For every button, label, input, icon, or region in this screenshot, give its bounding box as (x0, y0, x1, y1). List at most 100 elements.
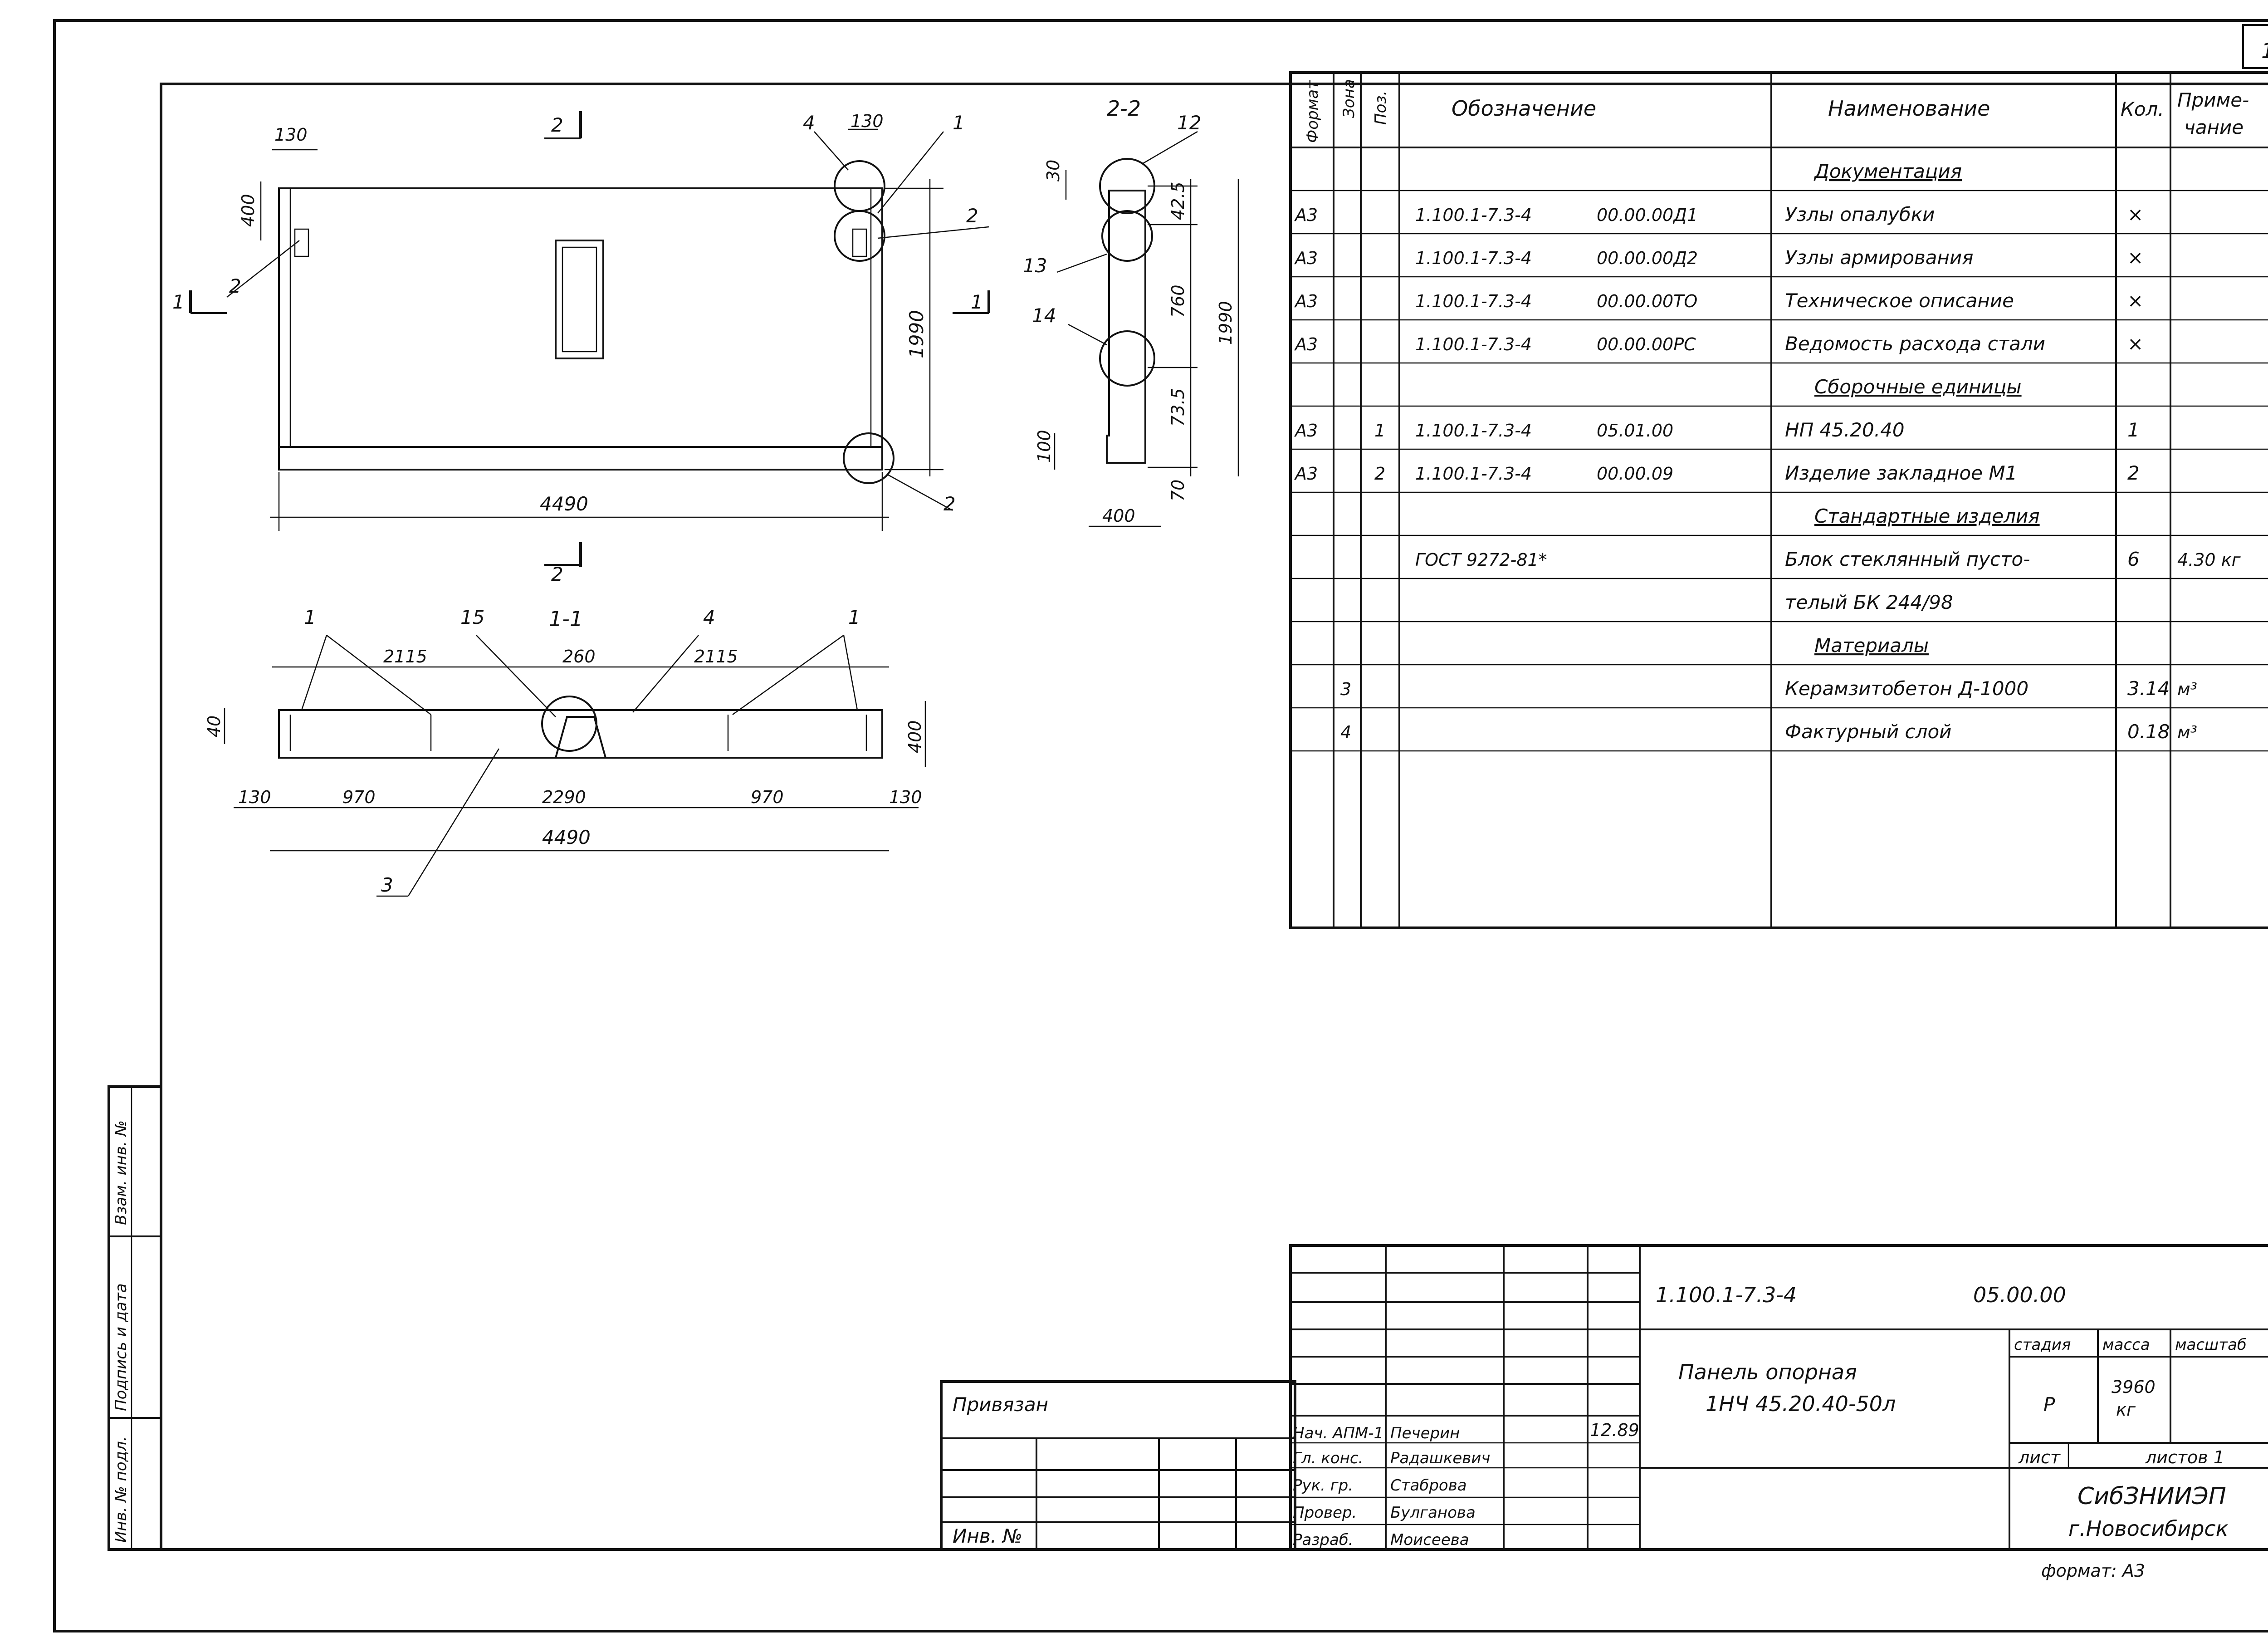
spec-row: Сборочные единицы (1814, 376, 2022, 398)
outer-border (53, 19, 2268, 1632)
s11-callout-1a: 1 (304, 606, 316, 628)
s11-dim-2115b: 2115 (694, 647, 738, 667)
staff-name: Моисеева (1390, 1531, 1469, 1549)
spec-row: 3 Керамзитобетон Д-1000 3.14 м³ (1340, 677, 2197, 700)
spec-cell-format: А3 (1294, 248, 1318, 268)
sheet-number-box: 19 (2242, 24, 2268, 69)
tb-date: 12.89 (1590, 1420, 1639, 1440)
plan-callout-2b: 2 (229, 275, 241, 297)
tb-org: СибЗНИИЭП (2077, 1483, 2226, 1510)
section22-title: 2-2 (1107, 96, 1141, 121)
spec-cell-suffix: 00.00.09 (1597, 464, 1673, 484)
tb-mass-unit: кг (2116, 1400, 2136, 1420)
spec-cell-qty: × (2127, 289, 2143, 312)
spec-row: Стандартные изделия (1814, 505, 2040, 527)
tb-stage: Р (2043, 1393, 2055, 1416)
spec-cell-qty: × (2127, 203, 2143, 225)
s11-dim-970b: 970 (751, 787, 784, 807)
tb-title-line2: 1НЧ 45.20.40-50л (1706, 1392, 1896, 1416)
plan-dim-130: 130 (274, 125, 308, 145)
s22-dim-70: 70 (1168, 480, 1188, 501)
spec-cell-qty: 6 (2127, 548, 2140, 570)
spec-cell-name: НП 45.20.40 (1785, 419, 1905, 441)
spec-cell-name: Керамзитобетон Д-1000 (1785, 677, 2028, 700)
staff-role: Гл. конс. (1293, 1449, 1363, 1467)
s11-dim-260: 260 (562, 647, 596, 667)
s22-dim-30: 30 (1043, 160, 1063, 181)
section-1-1: 1-1 2115 260 2115 400 40 130 970 2290 97… (204, 606, 926, 897)
section11-outline (278, 709, 883, 759)
s11-callout-1b: 1 (848, 606, 860, 628)
spec-cell-suffix: 05.01.00 (1597, 421, 1673, 441)
detail-circle-3 (843, 432, 894, 484)
s22-dim-400: 400 (1102, 506, 1135, 526)
spec-cell-name: Изделие закладное М1 (1785, 462, 2017, 484)
s22-dim-1990: 1990 (1216, 301, 1236, 345)
s22-dim-425: 42.5 (1168, 181, 1188, 220)
detail-circle-1 (834, 160, 885, 212)
plan-callout-1: 1 (953, 112, 965, 134)
spec-header-note-2: чание (2184, 116, 2244, 138)
spec-cell-zone: 3 (1340, 679, 1351, 699)
side-stamp-replace-inv: Взам. инв. № (112, 1120, 130, 1225)
spec-cell-code: 1.100.1-7.3-4 (1415, 248, 1532, 268)
tb-mass: 3960 (2112, 1377, 2156, 1397)
s11-dim-2290: 2290 (542, 787, 586, 807)
s22-callout-12: 12 (1177, 112, 1201, 134)
binding-inv-label: Инв. № (953, 1525, 1022, 1547)
side-stamp-sign-date: Подпись и дата (112, 1283, 130, 1411)
spec-cell-name: Техническое описание (1785, 289, 2014, 312)
spec-cell-suffix: 00.00.00ТО (1597, 291, 1697, 311)
plan-dim-400: 400 (238, 194, 258, 227)
spec-cell-code: 1.100.1-7.3-4 (1415, 421, 1532, 441)
spec-cell-format: А3 (1294, 291, 1318, 311)
spec-header-format: Формат (1304, 80, 1322, 143)
spec-header-designation: Обозначение (1452, 96, 1596, 121)
spec-cell-qty: 2 (2127, 462, 2140, 484)
spec-cell-code: 1.100.1-7.3-4 (1415, 334, 1532, 354)
staff-name: Стаброва (1390, 1476, 1467, 1495)
section-2-2: 2-2 42.5 760 73.5 70 1990 30 100 400 12 … (1023, 96, 1239, 527)
spec-row: Материалы (1814, 634, 1929, 657)
spec-cell-note: м³ (2177, 679, 2197, 699)
spec-cell-name: Узлы армирования (1785, 246, 1974, 269)
spec-cell-format: А3 (1294, 421, 1318, 441)
tb-sheet-label: лист (2018, 1447, 2061, 1467)
side-stamp-inv-orig: Инв. № подл. (112, 1436, 130, 1543)
spec-table: Формат Зона Поз. Обозначение Наименовани… (1289, 71, 2268, 929)
staff-name: Печерин (1390, 1424, 1460, 1442)
s22-callout-14: 14 (1032, 304, 1056, 327)
spec-cell-code: 1.100.1-7.3-4 (1415, 205, 1532, 225)
s11-dim-970a: 970 (342, 787, 376, 807)
spec-cell-code: 1.100.1-7.3-4 (1415, 464, 1532, 484)
plan-section-1-right: 1 (971, 291, 983, 313)
staff-name: Радашкевич (1390, 1449, 1490, 1467)
spec-header-name: Наименование (1828, 96, 1990, 121)
binding-label: Привязан (953, 1393, 1048, 1416)
spec-cell-code: ГОСТ 9272-81* (1415, 550, 1547, 570)
spec-row: Документация (1813, 160, 1962, 182)
s11-dim-400: 400 (905, 720, 925, 753)
staff-role: Рук. гр. (1293, 1476, 1353, 1495)
spec-cell-suffix: 00.00.00Д1 (1597, 205, 1698, 225)
spec-cell-suffix: 00.00.00Д2 (1597, 248, 1698, 268)
detail-circle-2 (834, 210, 885, 262)
spec-cell-name: Ведомость расхода стали (1785, 333, 2045, 355)
plan-callout-2a: 2 (966, 205, 978, 227)
plan-callout-130: 130 (850, 111, 884, 131)
plan-section-2-top: 2 (551, 114, 563, 136)
s11-dim-2115a: 2115 (383, 647, 427, 667)
spec-cell-qty: 3.14 (2127, 677, 2170, 700)
spec-cell-name: телый БК 244/98 (1785, 591, 1953, 613)
format-label: формат: А3 (2041, 1561, 2145, 1581)
spec-cell-code: 1.100.1-7.3-4 (1415, 291, 1532, 311)
spec-cell-format: А3 (1294, 464, 1318, 484)
s11-callout-3: 3 (381, 874, 393, 896)
